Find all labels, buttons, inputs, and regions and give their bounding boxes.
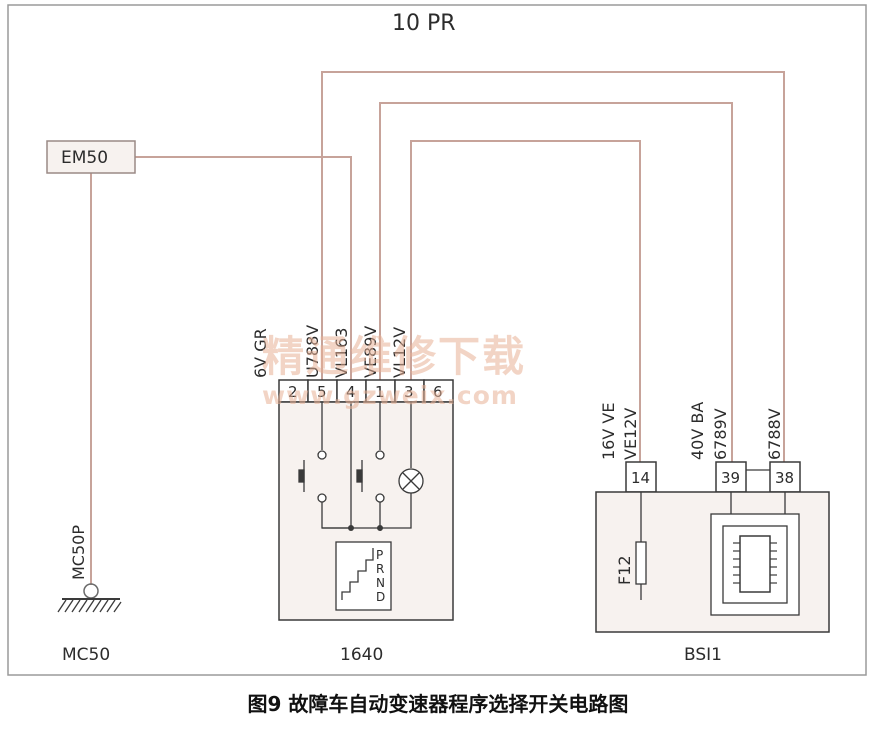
fuse-label: F12 [615, 555, 634, 585]
gear-letter: N [376, 576, 385, 590]
bsi1-module: 16V VE VE12V 40V BA 6789V 6788V 14 39 38… [595, 402, 830, 665]
wire-label-ve12v: VE12V [621, 408, 640, 460]
switch-1640: 6V GR U788V VL163 VE89V VL12V 2 5 4 1 3 … [251, 325, 454, 665]
wire-label-u788v: U788V [303, 325, 322, 378]
gear-letter: P [376, 548, 383, 562]
pin-number: 38 [775, 469, 794, 487]
wire-vl163 [135, 156, 352, 400]
wire-u788v [321, 71, 785, 462]
chip-icon [733, 535, 777, 593]
diagram-frame [7, 4, 867, 676]
wire-label-6789v: 6789V [711, 408, 730, 460]
pin-number: 39 [721, 469, 740, 487]
pin-number: 4 [346, 383, 356, 401]
wire-label-vl163: VL163 [332, 328, 351, 378]
switch-contacts [298, 402, 424, 529]
wire-label-16v-ve: 16V VE [599, 403, 618, 460]
gear-stair-symbol [341, 548, 374, 600]
pin-number: 5 [317, 383, 327, 401]
pin-number: 3 [404, 383, 414, 401]
em50-label: EM50 [61, 148, 108, 168]
mc50-label: MC50 [62, 645, 110, 665]
bsi1-label: BSI1 [684, 645, 722, 665]
gear-letter: D [376, 590, 385, 604]
gear-selector-box [335, 541, 392, 611]
ground-wire-label: MC50P [69, 525, 88, 580]
top-label: 10 PR [392, 11, 456, 36]
pin-cell [625, 461, 657, 493]
pin-number: 2 [288, 383, 298, 401]
wires [90, 71, 785, 585]
wire-label-vl12v: VL12V [390, 327, 409, 378]
switch-1640-label: 1640 [340, 645, 383, 665]
pin-number: 14 [631, 469, 650, 487]
em50-box [46, 140, 136, 174]
wire-vl12v [410, 140, 641, 462]
wire-label-40v-ba: 40V BA [688, 402, 707, 460]
gear-letter: R [376, 562, 384, 576]
wire-label-6788v: 6788V [765, 408, 784, 460]
figure-caption: 图9 故障车自动变速器程序选择开关电路图 [247, 692, 629, 716]
circuit-diagram: 10 PR EM50 MC50P MC50 6V GR U788V VL163 … [7, 4, 867, 676]
fuse-symbol [635, 541, 647, 585]
wire-ve89v [379, 102, 733, 462]
ground-symbol [57, 583, 122, 613]
pin-number: 6 [433, 383, 443, 401]
pin-cell [715, 461, 747, 493]
pin-number: 1 [375, 383, 385, 401]
wire-label-6v-gr: 6V GR [251, 328, 270, 378]
wire-label-ve89v: VE89V [361, 326, 380, 378]
